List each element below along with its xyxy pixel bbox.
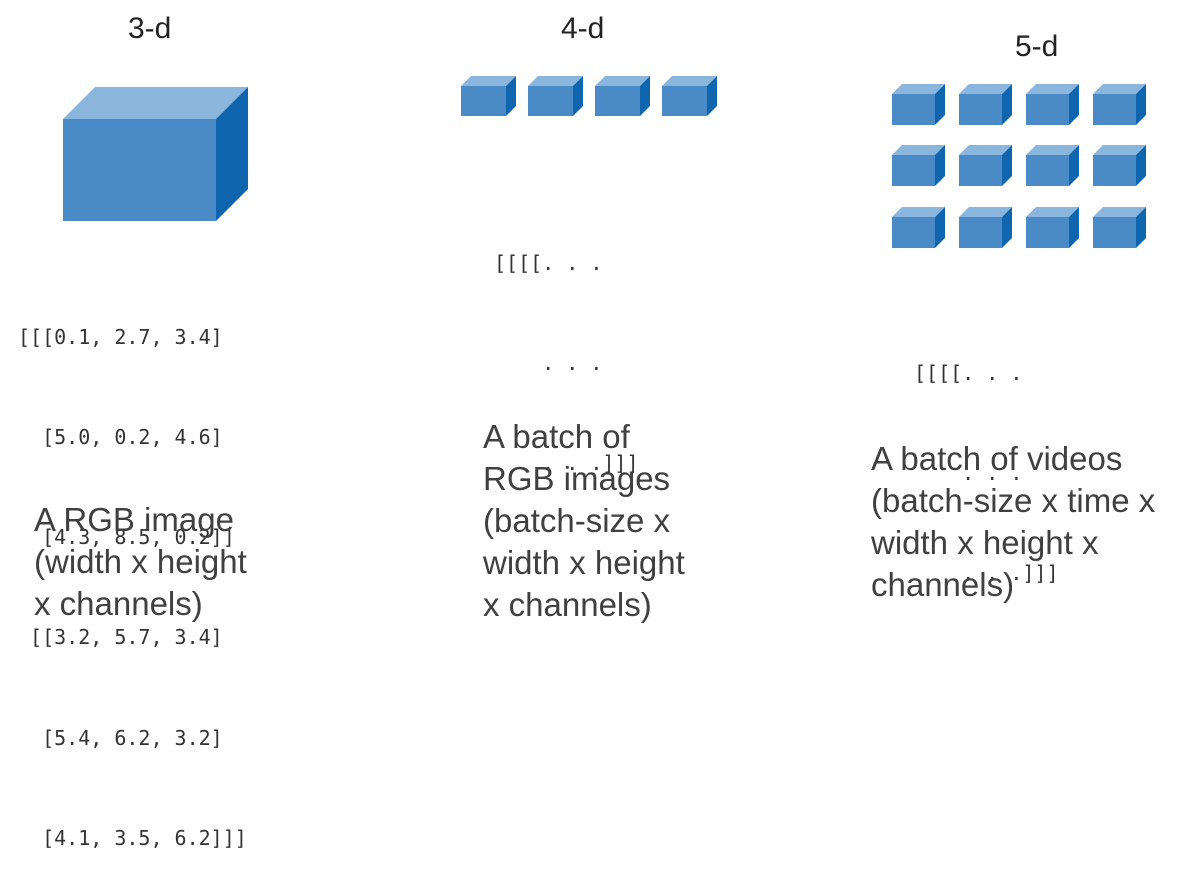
code-line: [4.3, 8.5, 0.2]]: [18, 525, 235, 550]
cube-3d: [63, 87, 248, 221]
caption-5d: A batch of videos (batch-size x time x w…: [871, 438, 1155, 606]
code-line: . . .]]]: [914, 561, 1059, 586]
code-line: [[[[. . .: [494, 250, 603, 275]
caption-line: A batch of videos: [871, 440, 1123, 477]
cube-4d: [528, 76, 583, 116]
cube-5d: [959, 145, 1012, 186]
cube-5d: [1093, 207, 1146, 248]
caption-line: A RGB image: [34, 501, 234, 538]
code-line: . . .: [914, 461, 1023, 486]
caption-line: RGB images: [483, 460, 671, 497]
code-line: [[[[. . .: [914, 360, 1023, 385]
caption-line: (batch-size x time x: [871, 482, 1156, 519]
cube-5d: [959, 207, 1012, 248]
cube-5d: [1093, 84, 1146, 125]
code-line: [4.1, 3.5, 6.2]]]: [18, 825, 247, 850]
cube-5d: [1026, 145, 1079, 186]
code-line: [[3.2, 5.7, 3.4]: [18, 625, 223, 650]
caption-line: (width x height: [34, 543, 247, 580]
cube-5d: [959, 84, 1012, 125]
cube-diagram: [63, 76, 1146, 248]
caption-line: (batch-size x: [483, 502, 671, 539]
caption-line: width x height: [483, 544, 685, 581]
cube-4d: [461, 76, 516, 116]
caption-3d: A RGB image (width x height x channels): [34, 499, 247, 625]
cube-4d: [662, 76, 717, 116]
caption-line: x channels): [483, 586, 652, 623]
cube-5d: [1093, 145, 1146, 186]
code-line: [5.4, 6.2, 3.2]: [18, 725, 223, 750]
caption-line: width x height x: [871, 524, 1099, 561]
cube-5d: [892, 207, 945, 248]
caption-4d: A batch of RGB images (batch-size x widt…: [483, 416, 685, 626]
cube-5d: [1026, 207, 1079, 248]
code-line: . . .: [494, 351, 603, 376]
title-3d: 3-d: [128, 12, 172, 45]
cube-5d: [1026, 84, 1079, 125]
caption-line: A batch of: [483, 418, 630, 455]
caption-line: x channels): [34, 585, 203, 622]
cube-4d: [595, 76, 650, 116]
code-5d: [[[[. . . . . . . . .]]]: [914, 290, 1059, 624]
code-line: [5.0, 0.2, 4.6]: [18, 425, 223, 450]
cube-5d: [892, 84, 945, 125]
code-line: [[[0.1, 2.7, 3.4]: [18, 324, 223, 349]
code-4d: [[[[. . . . . . . . .]]]: [494, 180, 639, 514]
title-4d: 4-d: [561, 12, 605, 45]
code-line: . . .]]]: [494, 451, 639, 476]
caption-line: channels): [871, 566, 1015, 603]
cube-5d: [892, 145, 945, 186]
title-5d: 5-d: [1015, 30, 1059, 63]
